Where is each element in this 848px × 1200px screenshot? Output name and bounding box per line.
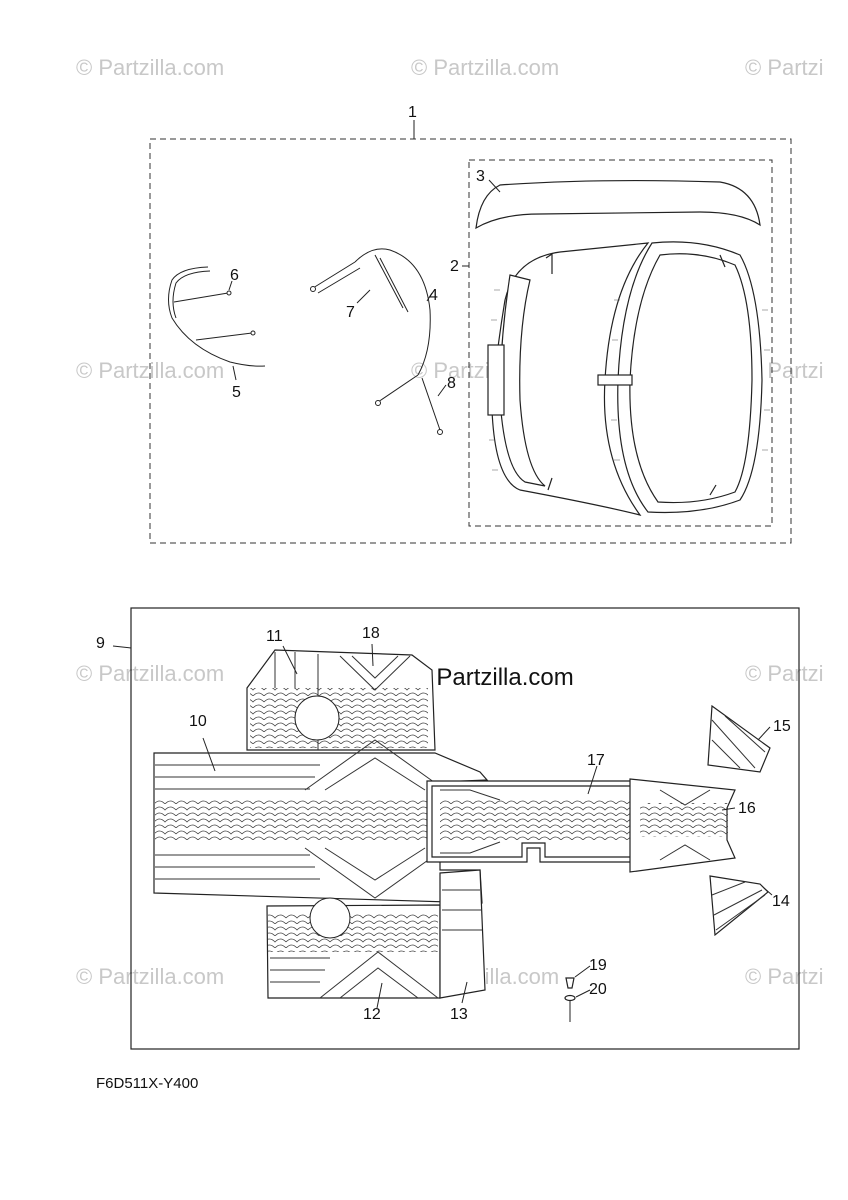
part-11-top-pad[interactable]: [246, 649, 436, 751]
part-12-lower-pad[interactable]: [266, 897, 441, 999]
part-3-cover-strip[interactable]: [475, 179, 761, 230]
leader-20: [575, 989, 591, 998]
leader-4: [426, 292, 433, 302]
leader-12: [376, 982, 383, 1009]
leader-14: [763, 887, 773, 896]
part-5-rail[interactable]: [168, 266, 266, 367]
cover-kit-outline: [468, 159, 773, 527]
leader-18: [371, 643, 374, 667]
watermark: © Partzilla.com: [76, 964, 224, 989]
part-20-washer[interactable]: [564, 994, 576, 1023]
watermark: © Partzilla.com: [76, 661, 224, 686]
part-10-main-mat[interactable]: [153, 739, 489, 904]
leader-11: [282, 645, 298, 675]
leader-17: [587, 765, 598, 795]
callout-6[interactable]: 6: [230, 267, 239, 284]
callout-7[interactable]: 7: [346, 304, 355, 321]
part-17-center-pad[interactable]: [426, 780, 638, 863]
leader-15: [757, 726, 771, 741]
callout-3[interactable]: 3: [476, 168, 485, 185]
leader-13: [461, 981, 468, 1004]
callout-12[interactable]: 12: [363, 1006, 381, 1023]
part-2-cover-set[interactable]: [487, 241, 770, 516]
callout-20[interactable]: 20: [589, 981, 607, 998]
watermark: © Partzi: [745, 661, 824, 686]
callout-14[interactable]: 14: [772, 893, 790, 910]
leader-19: [574, 965, 591, 978]
callout-15[interactable]: 15: [773, 718, 791, 735]
mat-set-outline: [130, 607, 800, 1050]
part-13-side-pad[interactable]: [439, 869, 486, 999]
callout-19[interactable]: 19: [589, 957, 607, 974]
watermark: © Partzilla.com: [76, 55, 224, 80]
callout-4[interactable]: 4: [429, 287, 438, 304]
callout-11[interactable]: 11: [266, 628, 283, 645]
leader-16: [721, 807, 736, 811]
figure-code: F6D511X-Y400: [96, 1075, 199, 1092]
callout-10[interactable]: 10: [189, 713, 207, 730]
leader-9: [112, 645, 132, 649]
watermark: © Partzilla.com: [411, 55, 559, 80]
callout-17[interactable]: 17: [587, 752, 605, 769]
leader-3: [488, 179, 501, 193]
callout-18[interactable]: 18: [362, 625, 380, 642]
watermark: © Partzilla.com: [76, 358, 224, 383]
part-19-screw[interactable]: [565, 977, 575, 989]
watermark: © Partzi: [745, 55, 824, 80]
part-14-triangle-pad[interactable]: [709, 875, 769, 937]
kit-outline: [149, 138, 792, 544]
callout-8[interactable]: 8: [447, 375, 456, 392]
part-15-triangle-pad[interactable]: [707, 704, 771, 773]
watermark-main: © Partzilla.com: [412, 664, 574, 691]
leader-5: [232, 365, 237, 381]
leader-10: [202, 737, 216, 772]
leader-6: [228, 280, 233, 291]
callout-16[interactable]: 16: [738, 800, 756, 817]
part-4-frame[interactable]: [310, 248, 443, 435]
watermark: © Partzi: [745, 964, 824, 989]
leader-7: [356, 289, 371, 304]
callout-1[interactable]: 1: [408, 104, 417, 121]
part-16-nose-pad[interactable]: [629, 778, 736, 873]
callout-13[interactable]: 13: [450, 1006, 468, 1023]
callout-5[interactable]: 5: [232, 384, 241, 401]
callout-9[interactable]: 9: [96, 635, 105, 652]
leader-8: [437, 384, 447, 397]
callout-2[interactable]: 2: [450, 258, 459, 275]
